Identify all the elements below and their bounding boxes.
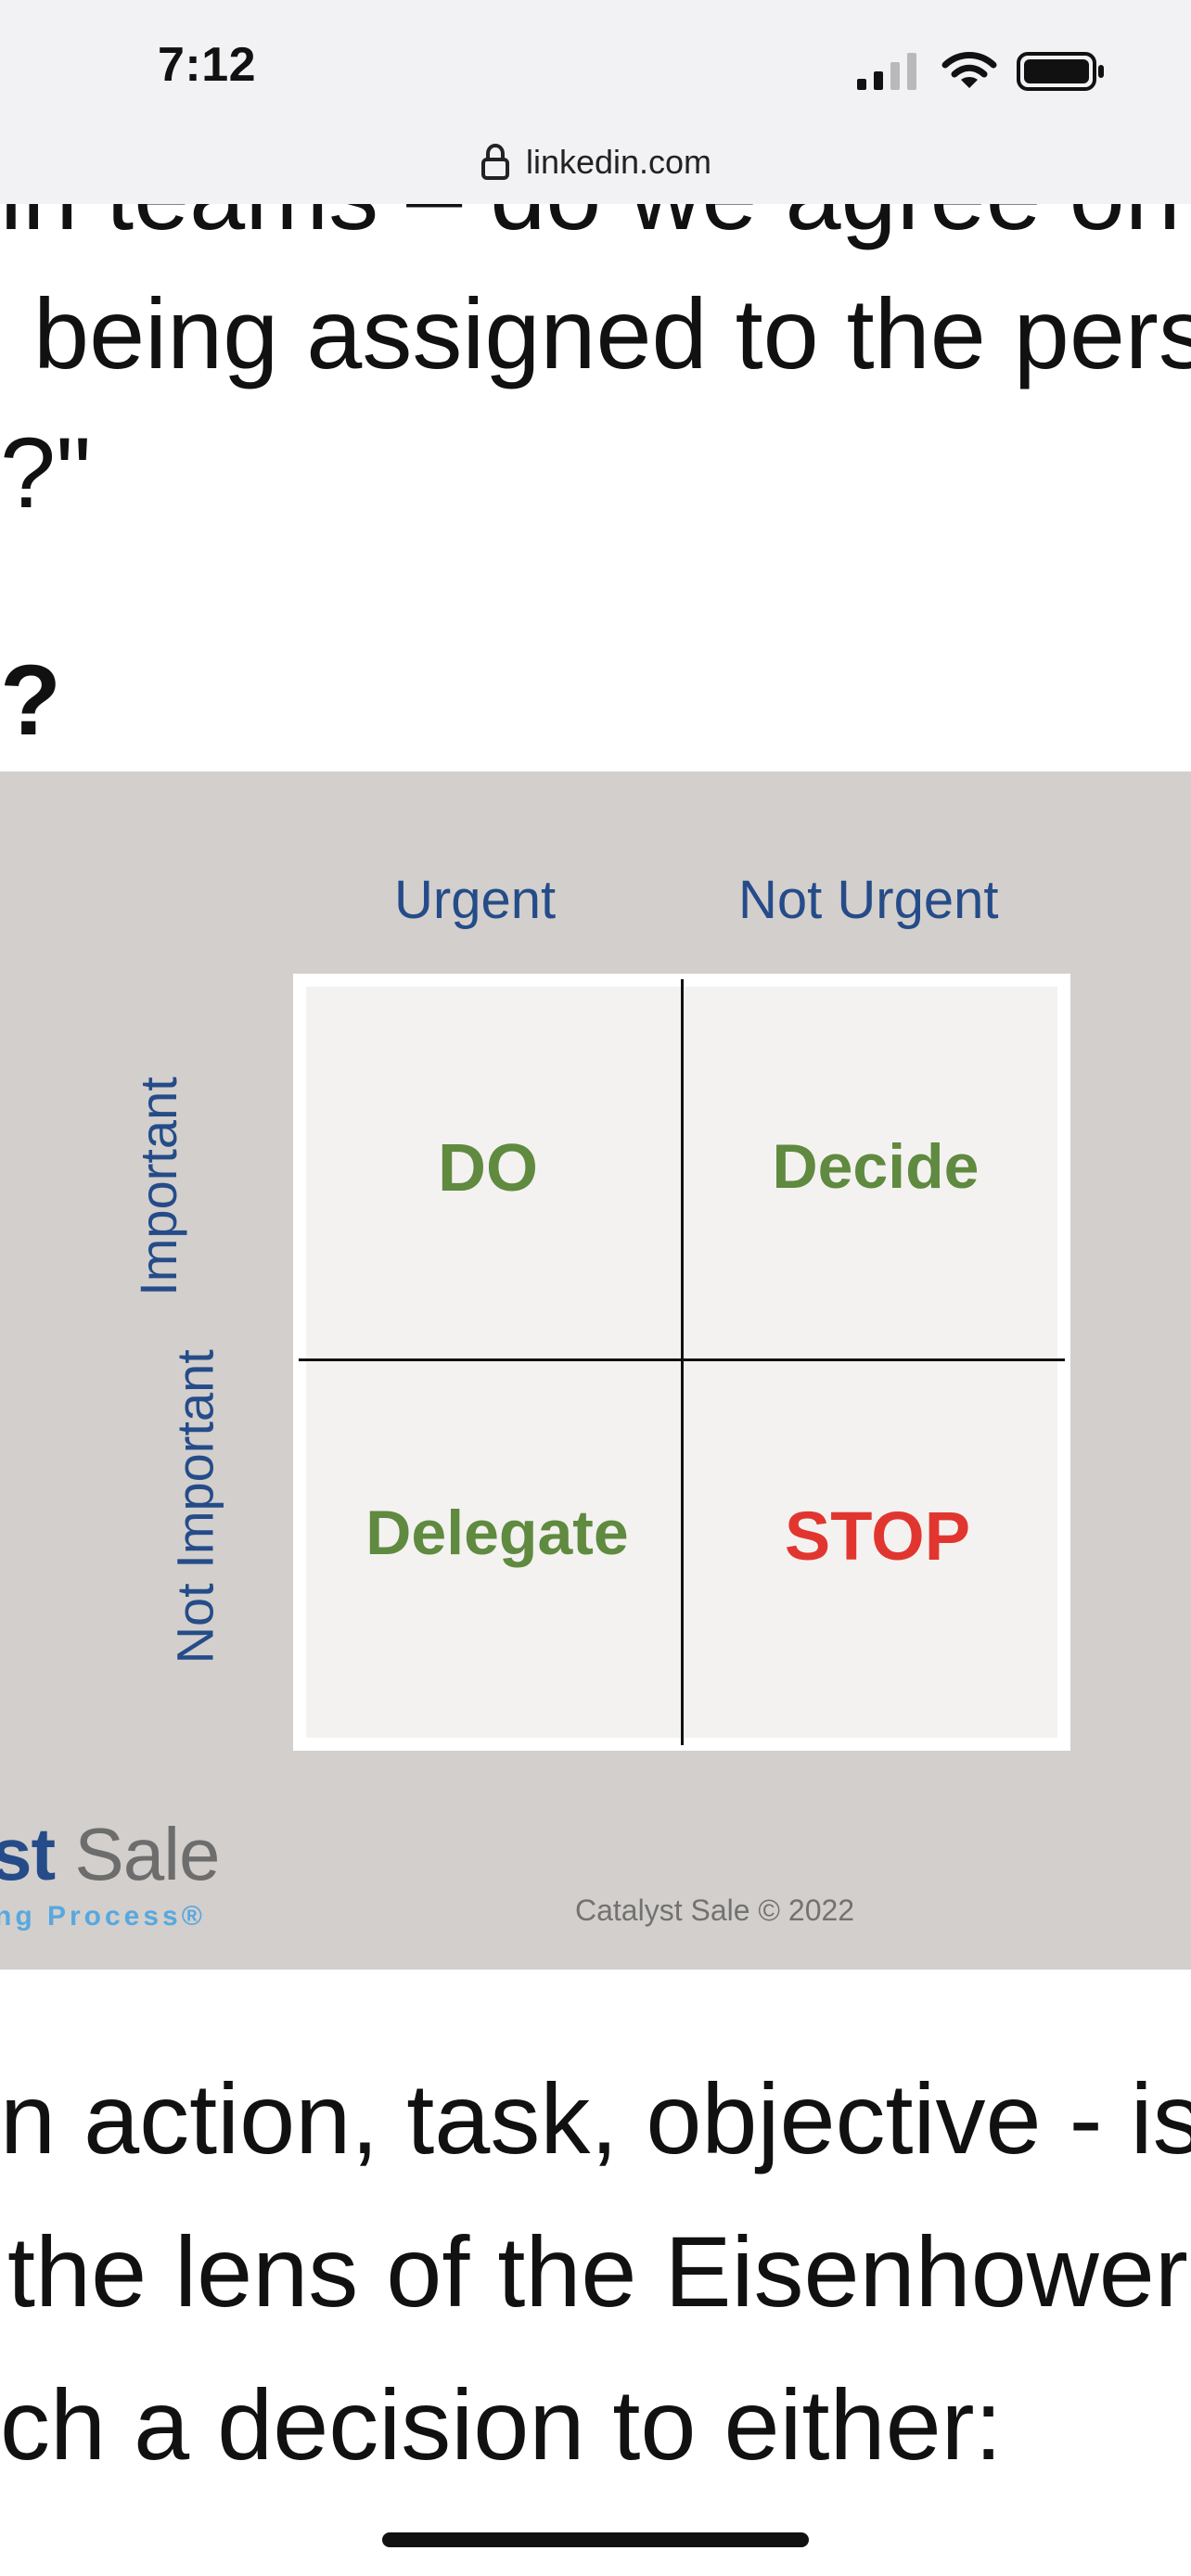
status-time: 7:12: [158, 38, 257, 92]
quadrant-stop: STOP: [784, 1498, 971, 1575]
matrix-vertical-divider: [681, 979, 684, 1745]
signal-bars-icon: [857, 53, 916, 90]
logo-subtitle: ng Process®: [0, 1901, 206, 1932]
status-icons: [855, 50, 1106, 93]
matrix-frame: DO Decide Delegate STOP: [293, 974, 1070, 1751]
article-line-2: being assigned to the pers: [33, 277, 1191, 389]
url-text: linkedin.com: [525, 143, 712, 181]
address-bar[interactable]: linkedin.com: [0, 137, 1191, 187]
logo-suffix: Sale: [55, 1813, 220, 1895]
quadrant-do: DO: [438, 1131, 538, 1205]
catalyst-sale-logo-text: st Sale: [0, 1817, 220, 1892]
article-heading: ?: [0, 644, 61, 756]
article-bottom-line-3: ch a decision to either:: [0, 2368, 1003, 2480]
home-indicator: [382, 2532, 809, 2547]
battery-full-icon: [1017, 52, 1104, 91]
eisenhower-matrix-image: Urgent Not Urgent Important Not Importan…: [0, 772, 1191, 1970]
lock-icon: [480, 144, 509, 180]
urgent-column-label: Urgent: [394, 870, 557, 930]
article-bottom-line-2: the lens of the Eisenhower: [7, 2215, 1188, 2327]
image-copyright: Catalyst Sale © 2022: [575, 1894, 855, 1927]
article-bottom-line-1: n action, task, objective - is: [0, 2062, 1191, 2174]
quadrant-delegate: Delegate: [365, 1498, 629, 1568]
not-important-row-label: Not Important: [165, 1349, 224, 1664]
important-row-label: Important: [128, 1077, 187, 1296]
article-line-3: ?": [0, 416, 92, 529]
quadrant-decide: Decide: [772, 1131, 980, 1202]
wifi-icon: [941, 52, 997, 88]
browser-chrome: 7:12 linked: [0, 0, 1191, 204]
logo-prefix: st: [0, 1813, 56, 1895]
not-urgent-column-label: Not Urgent: [738, 870, 999, 930]
matrix-horizontal-divider: [299, 1358, 1065, 1361]
